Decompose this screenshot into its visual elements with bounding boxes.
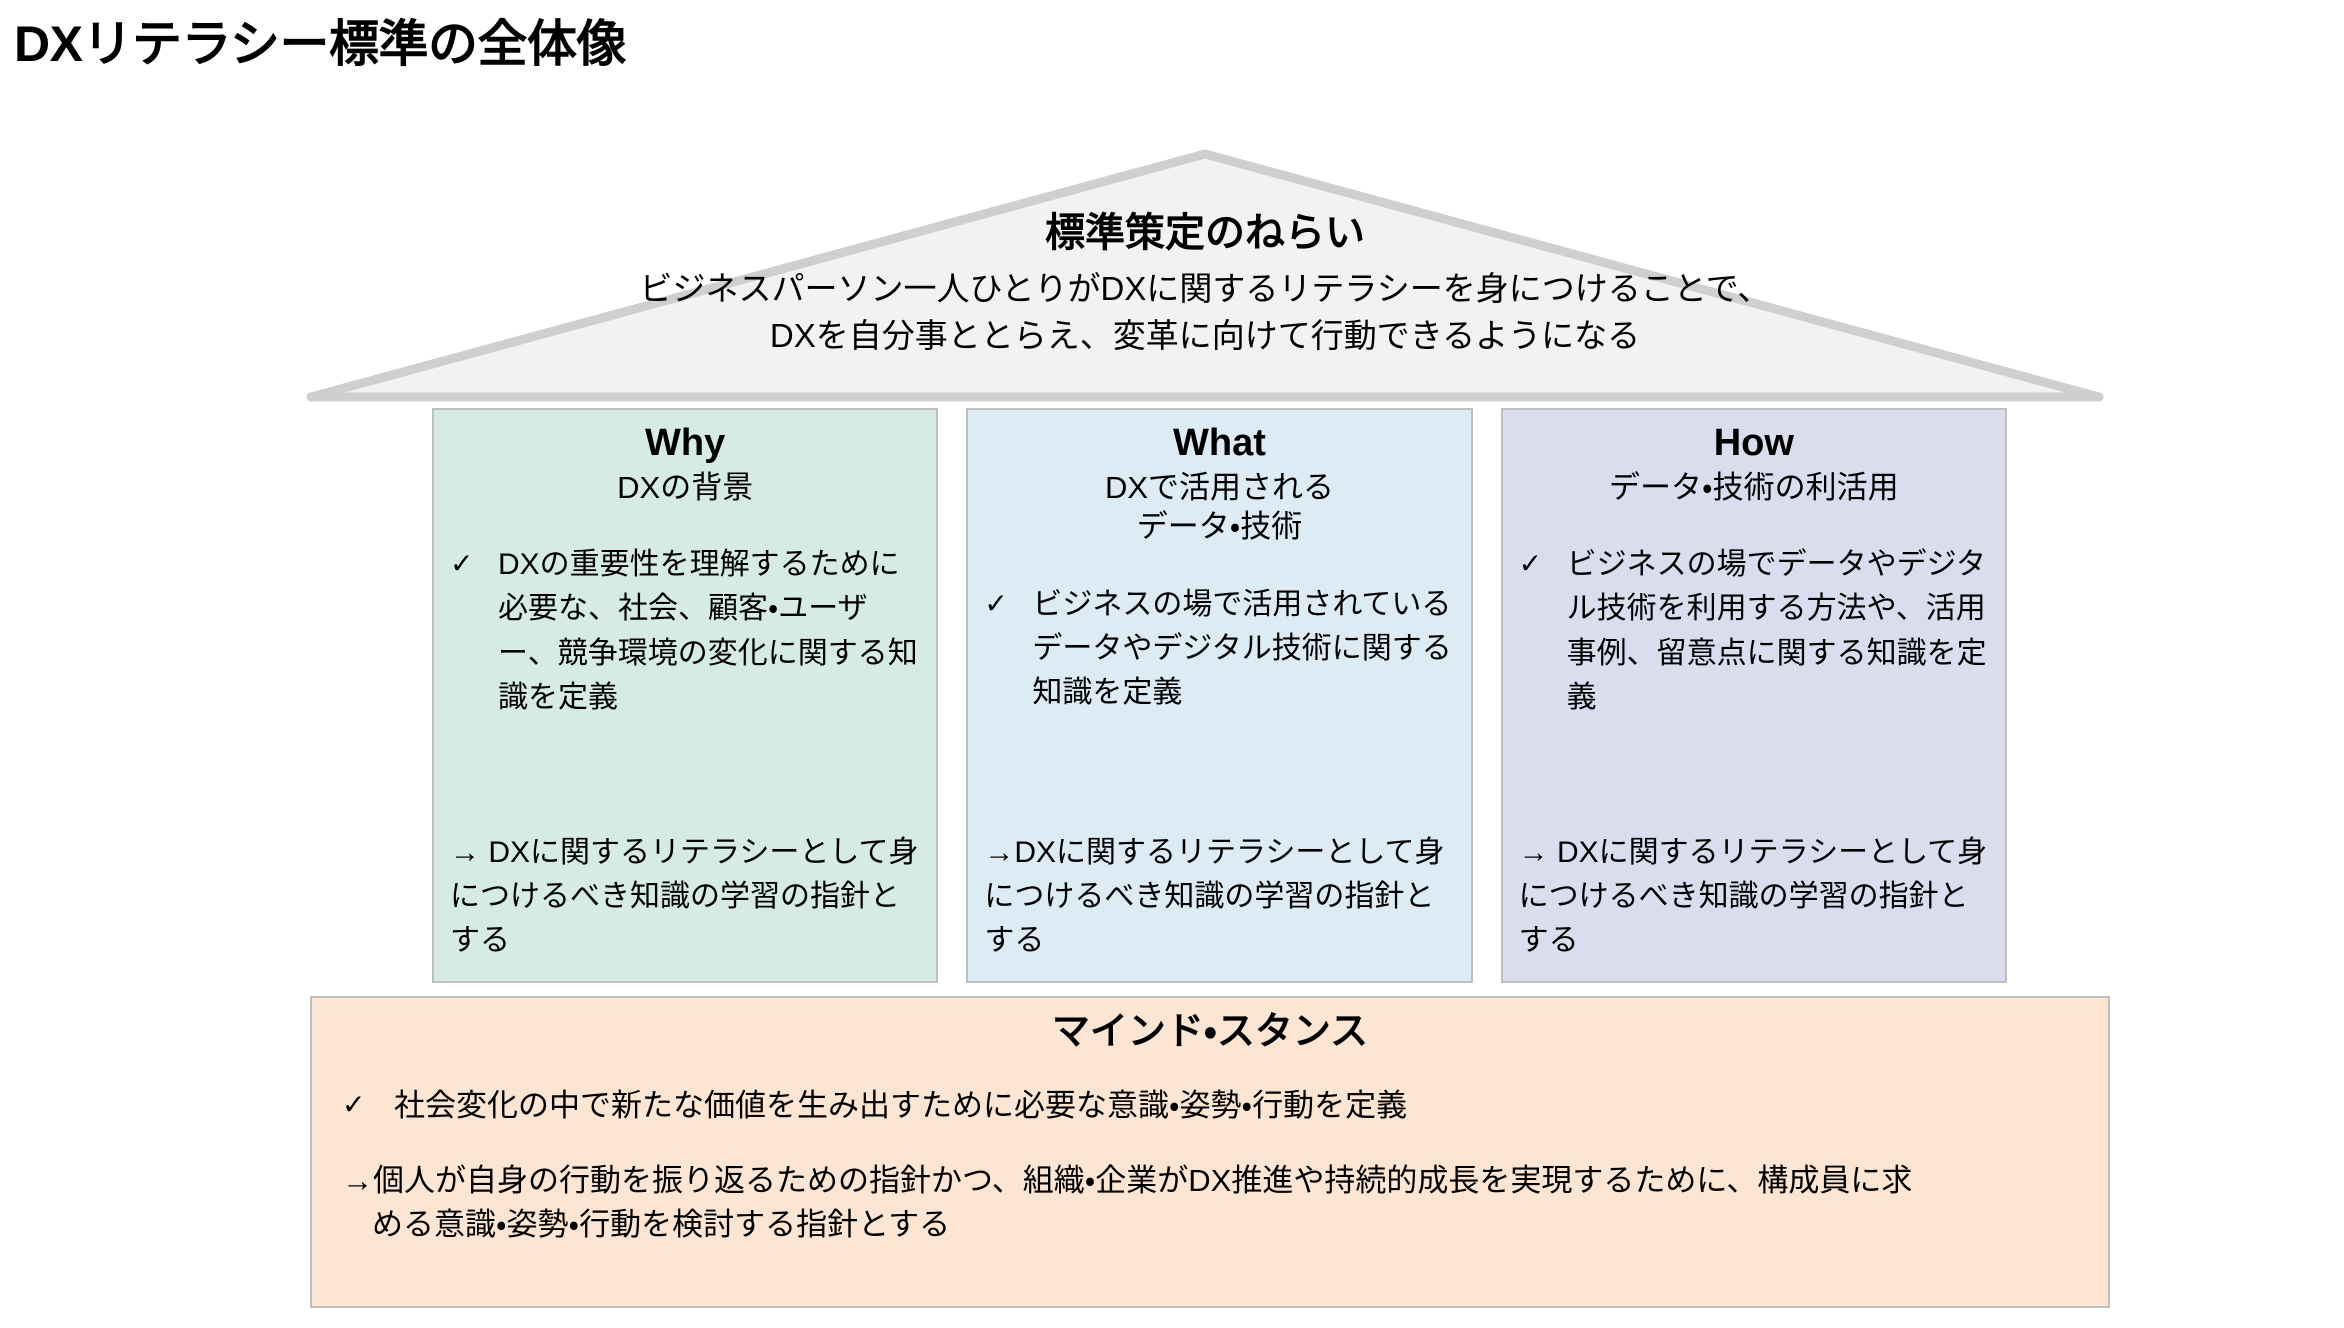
pillar-why-title: Why — [645, 422, 726, 464]
pillar-how-bullet-text: ビジネスの場でデータやデジタル技術を利用する方法や、活用事例、留意点に関する知識… — [1566, 548, 1987, 714]
pillar-what-bullet-text: ビジネスの場で活用されているデータやデジタル技術に関する知識を定義 — [1032, 588, 1452, 710]
pillar-what-bullet: ✓ ビジネスの場で活用されているデータやデジタル技術に関する知識を定義 — [984, 583, 1454, 715]
pillar-what-subtitle: DXで活用される データ・技術 — [1104, 469, 1335, 545]
roof-body: ビジネスパーソン一人ひとりがDXに関するリテラシーを身につけることで、 DXを自… — [305, 266, 2105, 360]
check-icon: ✓ — [450, 548, 474, 580]
foundation-title: マインド・スタンス — [1051, 1011, 1369, 1053]
foundation-arrow-line-2: める意識・姿勢・行動を検討する指針とする — [372, 1207, 951, 1243]
pillar-how-title: How — [1713, 422, 1794, 464]
roof-body-line-1: ビジネスパーソン一人ひとりがDXに関するリテラシーを身につけることで、 — [639, 270, 1771, 307]
pillar-what-arrow-text: →DXに関するリテラシーとして身につけるべき知識の学習の指針とする — [984, 835, 1445, 957]
check-icon: ✓ — [1518, 548, 1543, 580]
check-icon: ✓ — [342, 1088, 366, 1120]
check-icon: ✓ — [984, 588, 1008, 620]
foundation-bullet-text: 社会変化の中で新たな価値を生み出すために必要な意識・姿勢・行動を定義 — [394, 1087, 1408, 1123]
pillar-how-subtitle: データ・技術の利活用 — [1609, 469, 1899, 505]
pillar-what-title: What — [1173, 422, 1266, 464]
pillar-what[interactable]: What DXで活用される データ・技術 ✓ ビジネスの場で活用されているデータ… — [966, 408, 1473, 983]
foundation-bullet: ✓ 社会変化の中で新たな価値を生み出すために必要な意識・姿勢・行動を定義 — [342, 1084, 2078, 1129]
roof-heading: 標準策定のねらい — [1045, 211, 1365, 255]
pillar-how[interactable]: How データ・技術の利活用 ✓ ビジネスの場でデータやデジタル技術を利用する方… — [1500, 408, 2007, 983]
pillar-why-bullet-text: DXの重要性を理解するために必要な、社会、顧客・ユーザー、競争環境の変化に関する… — [498, 548, 918, 714]
pillars-row: Why DXの背景 ✓ DXの重要性を理解するために必要な、社会、顧客・ユーザー… — [432, 408, 2007, 983]
roof-body-line-2: DXを自分事ととらえ、変革に向けて行動できるようになる — [769, 316, 1641, 354]
pillar-why-subtitle: DXの背景 — [617, 469, 754, 505]
pillar-why-bullet: ✓ DXの重要性を理解するために必要な、社会、顧客・ユーザー、競争環境の変化に関… — [450, 543, 920, 719]
roof-section: 標準策定のねらい ビジネスパーソン一人ひとりがDXに関するリテラシーを身につける… — [305, 148, 2105, 403]
page-title: DXリテラシー標準の全体像 — [14, 16, 626, 72]
roof-triangle-shape — [306, 149, 2104, 402]
foundation-arrow-line-1: →個人が自身の行動を振り返るための指針かつ、組織・企業がDX推進や持続的成長を実… — [342, 1162, 1913, 1198]
roof-text-block: 標準策定のねらい ビジネスパーソン一人ひとりがDXに関するリテラシーを身につける… — [305, 148, 2105, 360]
foundation-mind-stance[interactable]: マインド・スタンス ✓ 社会変化の中で新たな価値を生み出すために必要な意識・姿勢… — [310, 996, 2110, 1308]
pillar-how-arrow-text: → DXに関するリテラシーとして身につけるべき知識の学習の指針とする — [1518, 835, 1988, 957]
foundation-arrow-text: →個人が自身の行動を振り返るための指針かつ、組織・企業がDX推進や持続的成長を実… — [342, 1159, 2078, 1249]
pillar-why[interactable]: Why DXの背景 ✓ DXの重要性を理解するために必要な、社会、顧客・ユーザー… — [432, 408, 939, 983]
pillar-how-bullet: ✓ ビジネスの場でデータやデジタル技術を利用する方法や、活用事例、留意点に関する… — [1519, 543, 1989, 719]
pillar-why-arrow-text: → DXに関するリテラシーとして身につけるべき知識の学習の指針とする — [450, 835, 919, 957]
